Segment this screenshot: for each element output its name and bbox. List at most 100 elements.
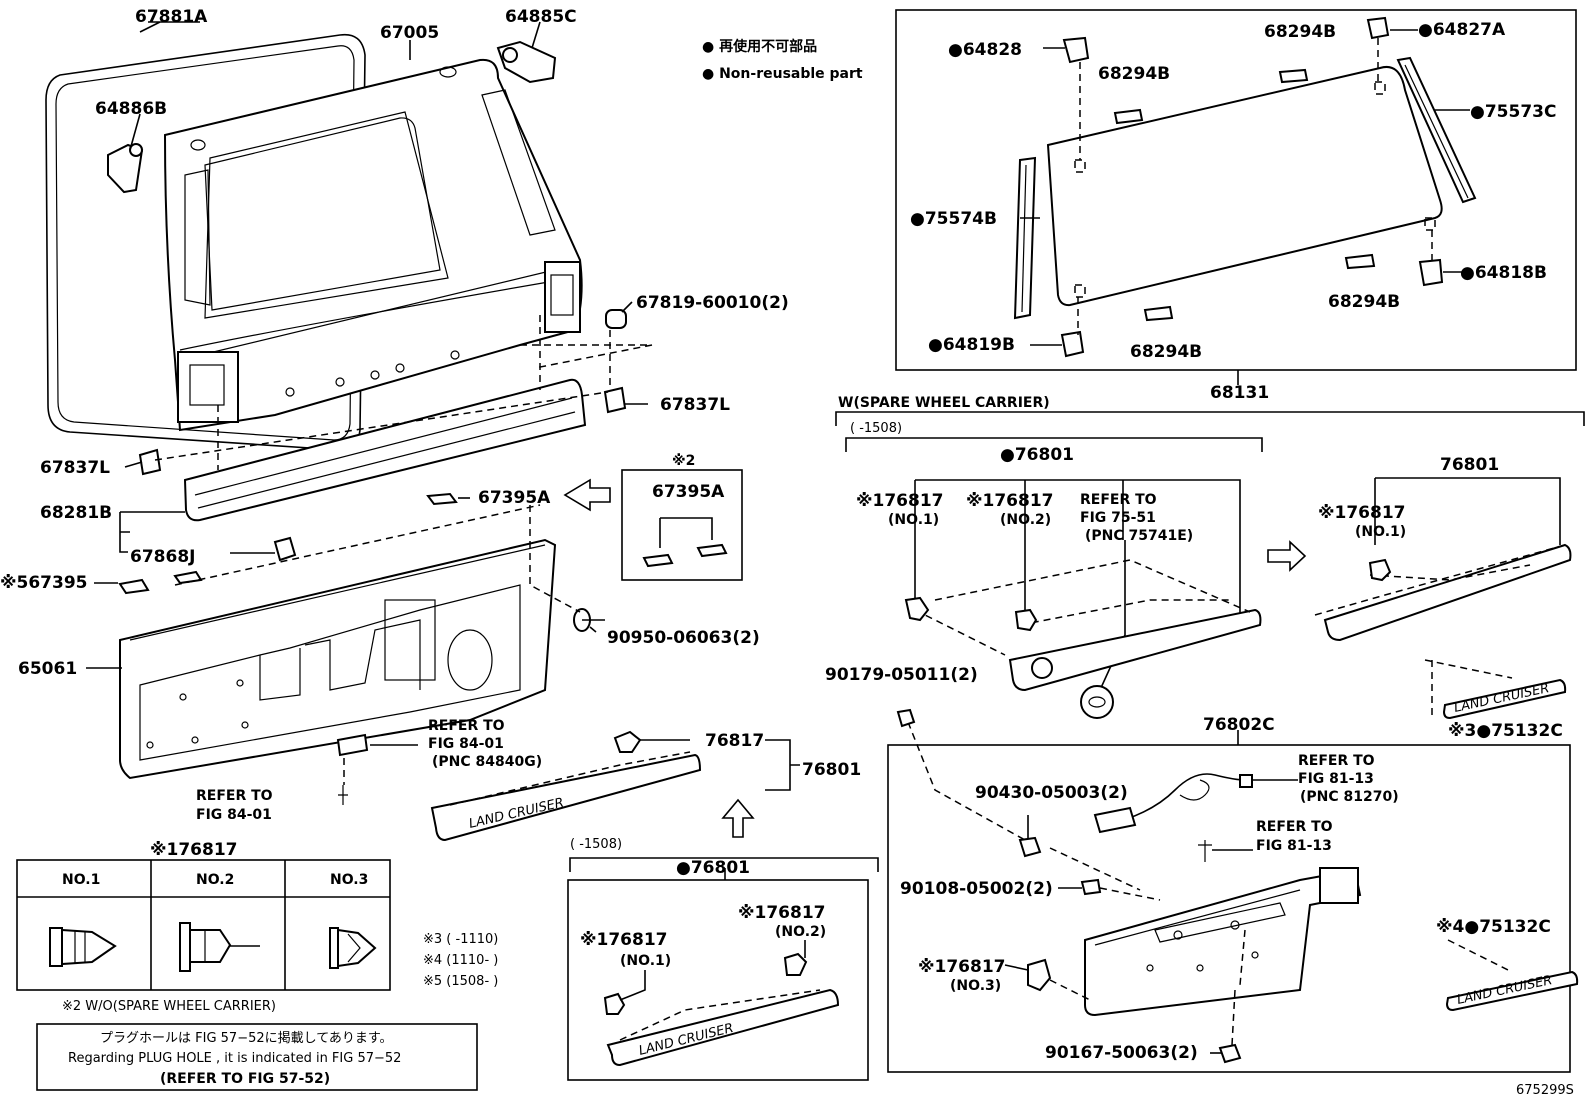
spacer-68294B-4[interactable] — [1143, 305, 1174, 322]
refer-75-51-1[interactable]: REFER TO — [1080, 492, 1157, 508]
label-76801[interactable]: 76801 — [802, 760, 861, 780]
label-90167[interactable]: 90167-50063(2) — [1045, 1043, 1198, 1063]
pad-67395-b[interactable] — [173, 570, 203, 585]
moulding-75574B[interactable] — [1013, 156, 1037, 320]
bolt-81-13[interactable] — [1198, 840, 1212, 862]
label-68281B[interactable]: 68281B — [40, 503, 112, 523]
refer-75-51-3[interactable]: (PNC 75741E) — [1085, 528, 1193, 544]
spacer-68294B-3[interactable] — [1344, 253, 1376, 270]
stopper-64827A[interactable] — [1366, 16, 1390, 40]
label-90950[interactable]: 90950-06063(2) — [607, 628, 760, 648]
toyota-emblem[interactable] — [1080, 685, 1114, 719]
spare-c1-label[interactable]: ※176817 — [856, 491, 944, 511]
emblem-bar[interactable] — [430, 753, 702, 842]
clip-no1-spare-2[interactable] — [1368, 558, 1392, 582]
back-window-glass[interactable] — [1046, 66, 1443, 307]
label-76802C[interactable]: 76802C — [1203, 715, 1275, 735]
label-75573C[interactable]: ●75573C — [1470, 102, 1556, 122]
lower-group-label[interactable]: ●76801 — [676, 858, 750, 878]
label-68294B-1[interactable]: 68294B — [1264, 22, 1336, 42]
label-64886B[interactable]: 64886B — [95, 99, 167, 119]
label-76817[interactable]: 76817 — [705, 731, 764, 751]
label-64819B[interactable]: ●64819B — [928, 335, 1015, 355]
door-trim-panel[interactable] — [119, 538, 557, 780]
refer-81-13a-1[interactable]: REFER TO — [1298, 753, 1375, 769]
screw-90167[interactable] — [1218, 1043, 1242, 1064]
label-68294B-3[interactable]: 68294B — [1328, 292, 1400, 312]
spare-c2-label[interactable]: ※176817 — [966, 491, 1054, 511]
refer-84-01b-1[interactable]: REFER TO — [196, 788, 273, 804]
screw-90179[interactable] — [896, 708, 916, 728]
clip-76817[interactable] — [613, 730, 642, 753]
label-67819[interactable]: 67819-60010(2) — [636, 293, 789, 313]
spare-c3-label[interactable]: ※176817 — [1318, 503, 1406, 523]
label-67837L-left[interactable]: 67837L — [40, 458, 110, 478]
pad-67395A[interactable] — [426, 492, 458, 506]
connector-84840G[interactable] — [336, 733, 369, 757]
refer-75-51-2[interactable]: FIG 75-51 — [1080, 510, 1156, 526]
label-64885C[interactable]: 64885C — [505, 7, 577, 27]
refer-81-13a-2[interactable]: FIG 81-13 — [1298, 771, 1374, 787]
clip-no1-lower[interactable] — [603, 992, 626, 1015]
emblem-bar-lower[interactable] — [606, 988, 840, 1067]
spare-garnish-bar-2[interactable] — [1323, 543, 1572, 642]
spacer-68294B-2[interactable] — [1113, 108, 1144, 125]
wo-label-67395A[interactable]: 67395A — [652, 482, 725, 502]
bracket-67837L-right[interactable] — [603, 386, 627, 414]
label-67395[interactable]: ※567395 — [0, 573, 88, 593]
refer-84-01b-2[interactable]: FIG 84-01 — [196, 807, 272, 823]
emblem-75132C-bottom[interactable] — [1445, 970, 1579, 1012]
label-65061[interactable]: 65061 — [18, 659, 77, 679]
label-90179[interactable]: 90179-05011(2) — [825, 665, 978, 685]
screw-84-01[interactable] — [338, 785, 348, 805]
label-64818B[interactable]: ●64818B — [1460, 263, 1547, 283]
label-68294B-2[interactable]: 68294B — [1098, 64, 1170, 84]
label-64828[interactable]: ●64828 — [948, 40, 1022, 60]
label-75132C-3[interactable]: ※3●75132C — [1448, 721, 1563, 741]
clip-no2-lower[interactable] — [783, 952, 808, 976]
bumper-67819[interactable] — [605, 309, 627, 329]
label-67005[interactable]: 67005 — [380, 23, 439, 43]
nut-90430[interactable] — [1018, 836, 1042, 858]
screw-90108[interactable] — [1080, 878, 1102, 896]
label-67868J[interactable]: 67868J — [130, 547, 195, 567]
stopper-64819B[interactable] — [1060, 330, 1085, 358]
label-67395A[interactable]: 67395A — [478, 488, 551, 508]
garnish-rail-part[interactable] — [183, 378, 587, 522]
label-68294B-4[interactable]: 68294B — [1130, 342, 1202, 362]
pad-67395-a[interactable] — [118, 578, 150, 595]
clip-no2-spare[interactable] — [1014, 608, 1038, 632]
label-64827A[interactable]: ●64827A — [1418, 20, 1506, 40]
label-68131[interactable]: 68131 — [1210, 383, 1269, 403]
refer-81-13b-1[interactable]: REFER TO — [1256, 819, 1333, 835]
lower-a-label[interactable]: ※176817 — [580, 930, 668, 950]
refer-84-01a-3[interactable]: (PNC 84840G) — [432, 754, 542, 770]
label-76817-no3[interactable]: ※176817 — [918, 957, 1006, 977]
clip-no1-spare[interactable] — [904, 596, 930, 622]
plug-ref[interactable]: (REFER TO FIG 57-52) — [160, 1071, 330, 1087]
spacer-68294B-1[interactable] — [1278, 68, 1309, 84]
clip-67868J[interactable] — [273, 536, 297, 562]
label-75132C-4[interactable]: ※4●75132C — [1436, 917, 1551, 937]
refer-84-01a-2[interactable]: FIG 84-01 — [428, 736, 504, 752]
lower-b-label[interactable]: ※176817 — [738, 903, 826, 923]
label-67837L-right[interactable]: 67837L — [660, 395, 730, 415]
wire-harness[interactable] — [1104, 773, 1246, 826]
refer-81-13a-3[interactable]: (PNC 81270) — [1300, 789, 1399, 805]
moulding-75573C[interactable] — [1396, 56, 1477, 204]
emblem-75132C-top[interactable] — [1442, 678, 1567, 720]
spare-garnish-bar[interactable] — [1008, 608, 1262, 692]
spare-group1[interactable]: ●76801 — [1000, 445, 1074, 465]
stopper-64818B[interactable] — [1418, 258, 1444, 287]
label-90108[interactable]: 90108-05002(2) — [900, 879, 1053, 899]
license-bracket-76802C[interactable] — [1084, 868, 1362, 1017]
clip-no3-bracket[interactable] — [1027, 958, 1052, 992]
bracket-67837L-left[interactable] — [138, 448, 162, 476]
label-90430[interactable]: 90430-05003(2) — [975, 783, 1128, 803]
hinge-64886B[interactable] — [107, 143, 144, 194]
label-67881A[interactable]: 67881A — [135, 7, 208, 27]
stopper-64828[interactable] — [1062, 36, 1090, 64]
refer-84-01a-1[interactable]: REFER TO — [428, 718, 505, 734]
refer-81-13b-2[interactable]: FIG 81-13 — [1256, 838, 1332, 854]
spare-group2[interactable]: 76801 — [1440, 455, 1499, 475]
